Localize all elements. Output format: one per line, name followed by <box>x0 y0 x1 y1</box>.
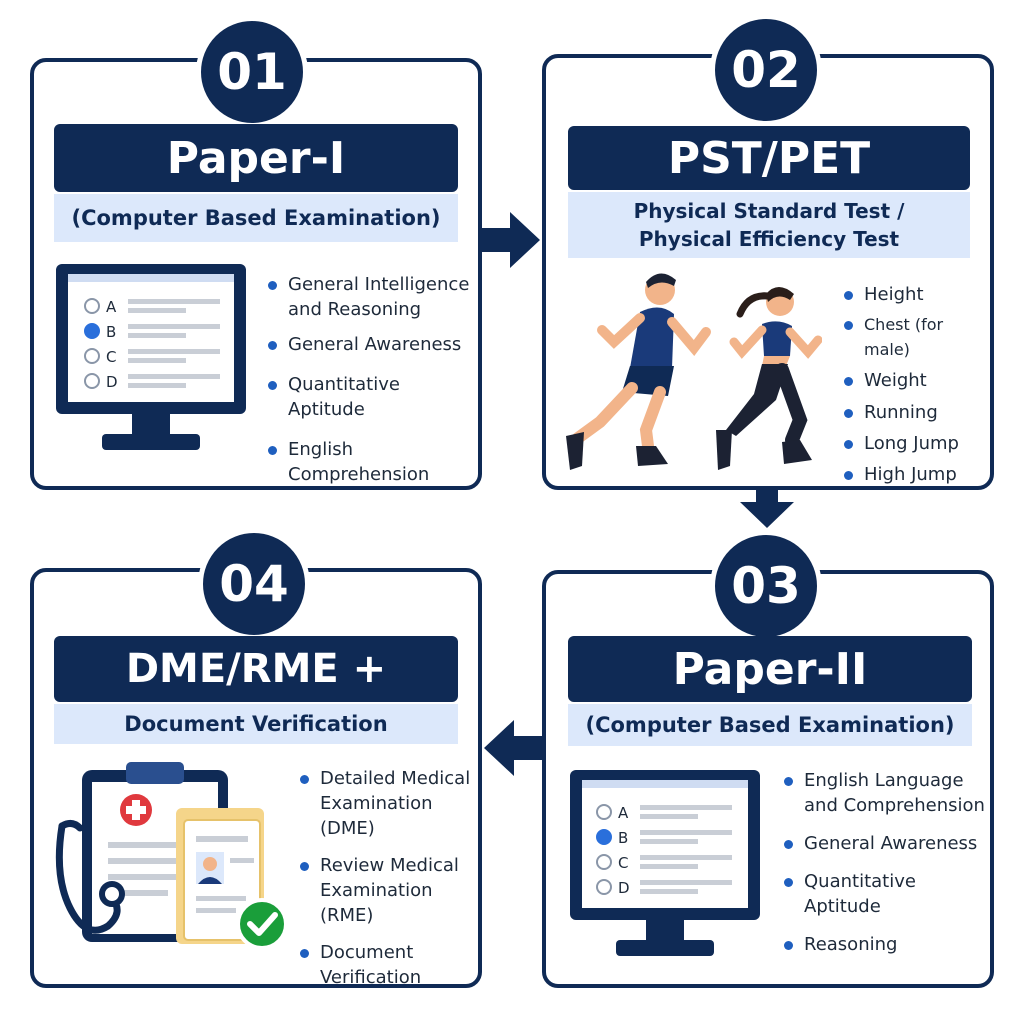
list-item: Height <box>844 282 988 307</box>
list-item: High Jump <box>844 462 988 487</box>
step-title-4: DME/RME + <box>54 636 458 702</box>
list-item: General Intelligence and Reasoning <box>268 272 474 322</box>
monitor-icon: A B C D <box>570 770 760 956</box>
step-subtitle-3: (Computer Based Examination) <box>568 704 972 746</box>
option-label-a: A <box>618 804 629 822</box>
step-badge-1: 01 <box>196 16 308 128</box>
step-subtitle-4-text: Document Verification <box>124 712 388 736</box>
list-item: English Comprehension <box>268 437 474 487</box>
step-title-1: Paper-I <box>54 124 458 192</box>
option-radio-c <box>596 854 612 870</box>
list-item: General Awareness <box>268 332 474 357</box>
monitor-icon: A B C D <box>56 264 246 450</box>
step-1-list: General Intelligence and Reasoning Gener… <box>268 272 474 487</box>
option-label-b: B <box>106 323 116 341</box>
step-subtitle-4: Document Verification <box>54 704 458 744</box>
option-radio-a <box>596 804 612 820</box>
list-item: Long Jump <box>844 431 988 456</box>
step-subtitle-2-line-1: Physical Standard Test / <box>633 199 905 223</box>
step-badge-3: 03 <box>710 530 822 642</box>
option-radio-b <box>596 829 612 845</box>
step-badge-4: 04 <box>198 528 310 640</box>
runners-icon <box>566 273 822 470</box>
list-item: Quantitative Aptitude <box>784 869 988 919</box>
list-item: Quantitative Aptitude <box>268 372 474 422</box>
list-item: Reasoning <box>784 932 988 957</box>
list-item: Document Verification <box>300 940 476 990</box>
list-item: General Awareness <box>784 831 988 856</box>
option-radio-b <box>84 323 100 339</box>
arrow-icon <box>740 488 794 528</box>
stethoscope-icon <box>55 819 125 934</box>
option-label-b: B <box>618 829 628 847</box>
option-label-d: D <box>106 373 118 391</box>
list-item: English Language and Comprehension <box>784 768 988 818</box>
option-radio-d <box>84 373 100 389</box>
step-badge-2: 02 <box>710 14 822 126</box>
option-label-c: C <box>618 854 628 872</box>
option-label-c: C <box>106 348 116 366</box>
option-radio-d <box>596 879 612 895</box>
step-subtitle-3-text: (Computer Based Examination) <box>585 713 955 737</box>
list-item: Review Medical Examination (RME) <box>300 853 476 928</box>
list-item: Weight <box>844 368 988 393</box>
step-subtitle-2-line-2: Physical Efficiency Test <box>638 227 900 251</box>
option-label-d: D <box>618 879 630 897</box>
option-radio-c <box>84 348 100 364</box>
medical-documents-icon <box>55 762 288 950</box>
step-2-list: Height Chest (for male) Weight Running L… <box>844 282 988 487</box>
arrow-icon <box>480 212 540 268</box>
option-radio-a <box>84 298 100 314</box>
list-item: Detailed Medical Examination (DME) <box>300 766 476 841</box>
step-title-3: Paper-II <box>568 636 972 702</box>
list-item: Chest (for male) <box>844 312 988 362</box>
step-3-list: English Language and Comprehension Gener… <box>784 768 988 957</box>
option-label-a: A <box>106 298 117 316</box>
list-item: Running <box>844 400 988 425</box>
step-subtitle-1: (Computer Based Examination) <box>54 194 458 242</box>
check-icon <box>236 898 288 950</box>
male-runner-icon <box>566 273 711 470</box>
arrow-icon <box>484 720 544 776</box>
step-4-list: Detailed Medical Examination (DME) Revie… <box>300 766 476 990</box>
step-title-2: PST/PET <box>568 126 970 190</box>
female-runner-icon <box>716 287 822 470</box>
step-subtitle-2: Physical Standard Test / Physical Effici… <box>568 192 970 258</box>
step-subtitle-1-text: (Computer Based Examination) <box>71 206 441 230</box>
